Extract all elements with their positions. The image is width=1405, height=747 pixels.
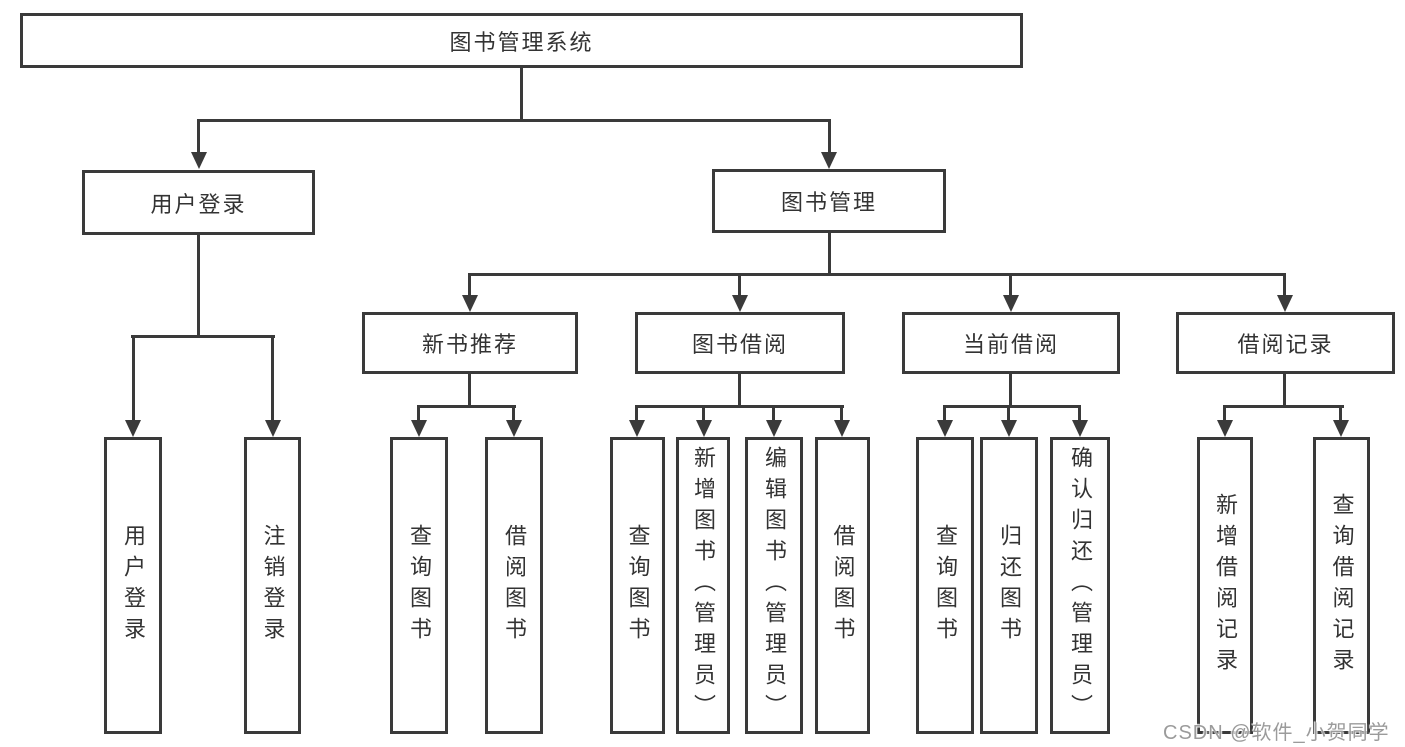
arrow-down-icon (125, 420, 141, 437)
arrow-down-icon (1217, 420, 1233, 437)
connector-line (197, 235, 200, 336)
arrow-down-icon (265, 420, 281, 437)
arrow-down-icon (506, 420, 522, 437)
node-book-borrowing: 图书借阅 (635, 312, 845, 374)
leaf-user-login: 用户登录 (104, 437, 162, 734)
connector-line (635, 405, 844, 408)
node-borrowing-records: 借阅记录 (1176, 312, 1395, 374)
node-book-management: 图书管理 (712, 169, 946, 233)
connector-line (271, 335, 274, 421)
leaf-confirm-return-admin: 确认归还（管理员） (1050, 437, 1110, 734)
connector-line (943, 405, 946, 421)
connector-line (1339, 405, 1342, 421)
leaf-query-books-recommend: 查询图书 (390, 437, 448, 734)
arrow-down-icon (732, 295, 748, 312)
arrow-down-icon (834, 420, 850, 437)
arrow-down-icon (937, 420, 953, 437)
arrow-down-icon (629, 420, 645, 437)
connector-line (828, 119, 831, 155)
connector-line (943, 405, 1080, 408)
arrow-down-icon (1333, 420, 1349, 437)
connector-line (468, 374, 471, 406)
arrow-down-icon (1277, 295, 1293, 312)
connector-line (828, 233, 831, 274)
connector-line (1009, 273, 1012, 297)
connector-line (520, 68, 523, 120)
arrow-down-icon (1003, 295, 1019, 312)
connector-line (840, 405, 843, 421)
connector-line (197, 119, 831, 122)
leaf-borrow-books: 借阅图书 (815, 437, 870, 734)
arrow-down-icon (696, 420, 712, 437)
arrow-down-icon (1001, 420, 1017, 437)
leaf-add-books-admin: 新增图书（管理员） (676, 437, 730, 734)
connector-line (702, 405, 705, 421)
connector-line (512, 405, 515, 421)
node-user-login: 用户登录 (82, 170, 315, 235)
connector-line (1223, 405, 1226, 421)
node-library-system: 图书管理系统 (20, 13, 1023, 68)
connector-line (1078, 405, 1081, 421)
leaf-return-books: 归还图书 (980, 437, 1038, 734)
arrow-down-icon (821, 152, 837, 169)
arrow-down-icon (462, 295, 478, 312)
leaf-borrow-books-recommend: 借阅图书 (485, 437, 543, 734)
connector-line (738, 273, 741, 297)
leaf-logout: 注销登录 (244, 437, 301, 734)
leaf-query-borrow-record: 查询借阅记录 (1313, 437, 1370, 734)
arrow-down-icon (766, 420, 782, 437)
connector-line (772, 405, 775, 421)
leaf-edit-books-admin: 编辑图书（管理员） (745, 437, 803, 734)
connector-line (1223, 405, 1344, 408)
connector-line (417, 405, 420, 421)
connector-line (1283, 374, 1286, 406)
node-new-book-recommend: 新书推荐 (362, 312, 578, 374)
leaf-query-books-current: 查询图书 (916, 437, 974, 734)
arrow-down-icon (1072, 420, 1088, 437)
connector-line (468, 273, 1286, 276)
connector-line (417, 405, 516, 408)
connector-line (468, 273, 471, 297)
connector-line (1007, 405, 1010, 421)
connector-line (197, 119, 200, 155)
connector-line (635, 405, 638, 421)
node-current-borrowing: 当前借阅 (902, 312, 1120, 374)
leaf-query-books-borrowing: 查询图书 (610, 437, 665, 734)
connector-line (131, 335, 275, 338)
connector-line (132, 335, 135, 421)
arrow-down-icon (411, 420, 427, 437)
arrow-down-icon (191, 152, 207, 169)
leaf-add-borrow-record: 新增借阅记录 (1197, 437, 1253, 734)
csdn-watermark: CSDN @软件_小贺同学 (1163, 722, 1390, 744)
connector-line (1283, 273, 1286, 297)
connector-line (1009, 374, 1012, 406)
connector-line (738, 374, 741, 406)
